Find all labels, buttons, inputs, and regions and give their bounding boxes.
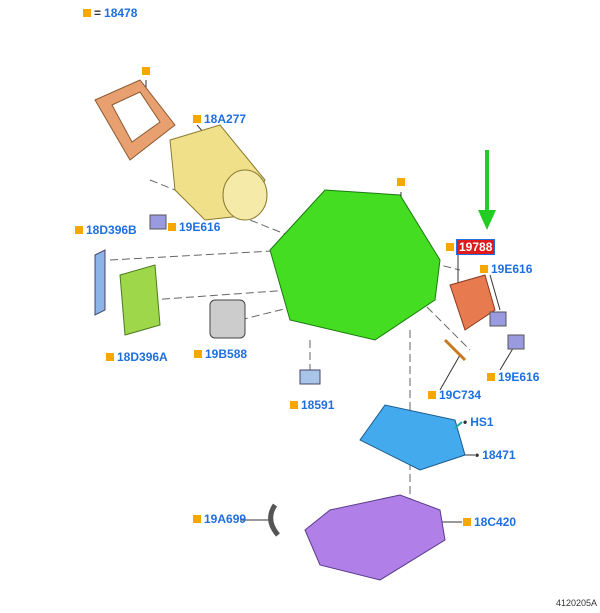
part-label[interactable]: 18D396B bbox=[75, 223, 137, 237]
part-number: 18591 bbox=[301, 398, 335, 412]
marker-icon bbox=[487, 373, 495, 381]
part-label[interactable]: 18591 bbox=[290, 398, 334, 412]
part-label[interactable]: 19B588 bbox=[194, 347, 247, 361]
part-number: 18D396A bbox=[117, 350, 168, 364]
marker-icon bbox=[428, 391, 436, 399]
marker-icon bbox=[106, 353, 114, 361]
part-number: 18471 bbox=[482, 448, 516, 462]
part-number: 19E616 bbox=[491, 262, 533, 276]
marker-icon bbox=[75, 226, 83, 234]
part-label[interactable]: 19E616 bbox=[480, 262, 532, 276]
marker-icon bbox=[168, 223, 176, 231]
part-label[interactable]: 18A277 bbox=[193, 112, 246, 126]
marker-icon bbox=[193, 115, 201, 123]
part-number: 19B588 bbox=[205, 347, 248, 361]
drawing-code: 4120205A bbox=[556, 598, 598, 608]
green-arrow-icon bbox=[478, 150, 496, 230]
marker-case bbox=[397, 178, 405, 186]
part-number: 18A277 bbox=[204, 112, 247, 126]
lower-case bbox=[304, 494, 446, 581]
marker-icon bbox=[463, 518, 471, 526]
legend-equals: = bbox=[94, 6, 102, 20]
legend-part-number: 18478 bbox=[104, 6, 138, 20]
part-label[interactable]: •18471 bbox=[475, 448, 516, 462]
marker-icon bbox=[142, 67, 150, 75]
marker-icon bbox=[480, 265, 488, 273]
part-number: 19788 bbox=[455, 239, 496, 255]
marker-icon bbox=[290, 401, 298, 409]
marker-filter bbox=[142, 67, 150, 75]
dot: • bbox=[463, 415, 468, 429]
marker-icon bbox=[83, 9, 91, 17]
marker-icon bbox=[397, 178, 405, 186]
part-label[interactable]: 18D396A bbox=[106, 350, 168, 364]
marker-icon bbox=[446, 243, 454, 251]
legend: =18478 bbox=[83, 6, 137, 20]
dot: • bbox=[475, 448, 480, 462]
marker-icon bbox=[193, 515, 201, 523]
part-number: 19C734 bbox=[439, 388, 482, 402]
part-number: 18D396B bbox=[86, 223, 137, 237]
part-number: HS1 bbox=[470, 415, 494, 429]
part-label[interactable]: 19E616 bbox=[487, 370, 539, 384]
marker-icon bbox=[194, 350, 202, 358]
part-label[interactable]: 19C734 bbox=[428, 388, 481, 402]
part-number: 19E616 bbox=[498, 370, 540, 384]
part-label[interactable]: •HS1 bbox=[463, 415, 494, 429]
part-label-highlighted[interactable]: 19788 bbox=[446, 239, 496, 255]
part-label[interactable]: 18C420 bbox=[463, 515, 516, 529]
part-label[interactable]: 19E616 bbox=[168, 220, 220, 234]
heater-case bbox=[269, 189, 441, 341]
part-number: 19A699 bbox=[204, 512, 247, 526]
evaporator-housing bbox=[359, 404, 466, 471]
part-number: 18C420 bbox=[474, 515, 517, 529]
part-label[interactable]: 19A699 bbox=[193, 512, 246, 526]
part-number: 19E616 bbox=[179, 220, 221, 234]
